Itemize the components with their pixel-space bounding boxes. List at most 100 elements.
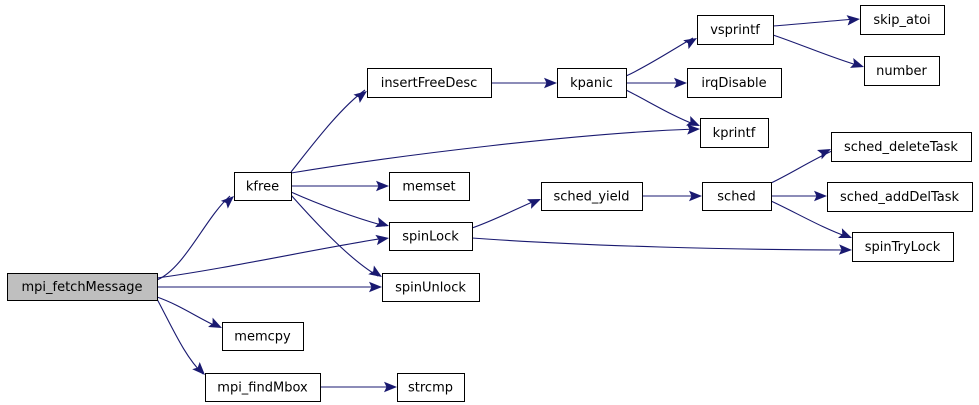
node-memcpy[interactable]: memcpy — [222, 322, 304, 351]
arrowhead-mpi_findMbox-a — [192, 362, 205, 375]
node-box-number[interactable] — [864, 56, 940, 86]
arrowhead-spinUnlock-b — [368, 265, 382, 277]
node-box-spinUnlock[interactable] — [382, 273, 480, 302]
node-box-skip_atoi[interactable] — [860, 5, 945, 35]
arrowhead-sched-a — [689, 190, 702, 202]
arrowhead-skip_atoi-a — [846, 15, 860, 26]
node-box-kprintf[interactable] — [700, 118, 769, 148]
node-label-sched: sched — [717, 190, 755, 205]
node-kpanic[interactable]: kpanic — [557, 68, 627, 98]
arrowhead-sched_deleteTask-a — [817, 149, 831, 160]
node-label-strcmp: strcmp — [408, 381, 453, 396]
arrowhead-spinUnlock-a — [369, 281, 382, 293]
edge-mpi_fetchMessage-to-memcpy — [156, 296, 219, 328]
node-box-mpi_fetchMessage[interactable] — [7, 273, 158, 301]
node-sched_addDelTask[interactable]: sched_addDelTask — [827, 182, 973, 212]
node-label-number: number — [876, 64, 927, 79]
node-box-strcmp[interactable] — [397, 373, 465, 402]
node-label-mpi_findMbox: mpi_findMbox — [217, 381, 308, 396]
node-strcmp[interactable]: strcmp — [397, 373, 465, 402]
node-memset[interactable]: memset — [389, 172, 470, 201]
node-vsprintf[interactable]: vsprintf — [697, 15, 774, 45]
node-box-spinLock[interactable] — [389, 222, 473, 251]
node-label-vsprintf: vsprintf — [710, 23, 760, 38]
node-label-sched_deleteTask: sched_deleteTask — [844, 140, 958, 155]
edge-kfree-to-kprintf — [290, 128, 697, 174]
edge-mpi_fetchMessage-to-spinLock — [156, 237, 386, 279]
node-box-sched_yield[interactable] — [541, 182, 643, 211]
node-spinUnlock[interactable]: spinUnlock — [382, 273, 480, 302]
arrowhead-spinTryLock-b — [838, 244, 852, 255]
node-label-skip_atoi: skip_atoi — [873, 13, 930, 28]
edge-spinLock-to-sched_yield — [471, 199, 538, 229]
node-skip_atoi[interactable]: skip_atoi — [860, 5, 945, 35]
arrowhead-spinLock-a — [375, 234, 389, 246]
arrowhead-spinLock-b — [375, 217, 389, 228]
edge-mpi_fetchMessage-to-kfree — [156, 195, 231, 281]
nodes-layer: mpi_fetchMessage kfree memcpy mpi_findMbox i… — [7, 5, 973, 402]
node-mpi_fetchMessage[interactable]: mpi_fetchMessage — [7, 273, 158, 301]
arrowhead-kfree — [220, 196, 234, 209]
arrowhead-vsprintf-a — [683, 38, 697, 50]
arrowhead-spinTryLock-a — [837, 228, 852, 238]
node-irqDisable[interactable]: irqDisable — [687, 68, 782, 98]
arrowhead-sched_addDelTask-a — [814, 190, 827, 202]
node-kfree[interactable]: kfree — [234, 172, 292, 201]
node-box-irqDisable[interactable] — [687, 68, 782, 98]
node-box-kfree[interactable] — [234, 172, 292, 201]
node-box-vsprintf[interactable] — [697, 15, 774, 45]
node-box-kpanic[interactable] — [557, 68, 627, 98]
node-sched[interactable]: sched — [702, 182, 772, 211]
edge-sched-to-sched_deleteTask — [770, 149, 835, 184]
arrowhead-irqDisable-a — [674, 77, 687, 89]
node-number[interactable]: number — [864, 56, 940, 86]
arrowhead-memcpy-a — [208, 317, 222, 328]
node-sched_yield[interactable]: sched_yield — [541, 182, 643, 211]
node-mpi_findMbox[interactable]: mpi_findMbox — [205, 373, 321, 402]
node-label-kfree: kfree — [246, 180, 279, 195]
node-sched_deleteTask[interactable]: sched_deleteTask — [831, 132, 972, 162]
node-box-sched_deleteTask[interactable] — [831, 132, 972, 162]
node-label-sched_addDelTask: sched_addDelTask — [840, 190, 960, 205]
edge-mpi_fetchMessage-to-mpi_findMbox — [156, 298, 204, 375]
node-label-memcpy: memcpy — [234, 330, 291, 345]
node-spinLock[interactable]: spinLock — [389, 222, 473, 251]
arrowhead-kpanic-a — [544, 77, 557, 89]
node-label-kpanic: kpanic — [570, 76, 613, 91]
edge-kpanic-to-kprintf — [625, 89, 697, 126]
node-insertFreeDesc[interactable]: insertFreeDesc — [367, 68, 492, 98]
node-label-irqDisable: irqDisable — [701, 76, 766, 91]
edge-kfree-to-spinUnlock — [290, 194, 379, 277]
arrowhead-kprintf-b — [686, 115, 700, 126]
node-kprintf[interactable]: kprintf — [700, 118, 769, 148]
node-label-sched_yield: sched_yield — [553, 190, 629, 205]
arrowhead-strcmp-a — [384, 381, 397, 393]
edge-kpanic-to-vsprintf — [625, 37, 694, 77]
arrowhead-memset-a — [376, 180, 389, 192]
node-spinTryLock[interactable]: spinTryLock — [852, 232, 954, 262]
arrowhead-sched_yield-a — [527, 199, 541, 209]
edge-vsprintf-to-number — [772, 34, 861, 67]
arrowhead-insertFreeDesc-a — [353, 91, 367, 103]
edge-kfree-to-spinLock — [290, 191, 386, 227]
arrowheads-layer — [192, 15, 864, 393]
node-box-sched[interactable] — [702, 182, 772, 211]
node-box-sched_addDelTask[interactable] — [827, 182, 973, 212]
node-box-mpi_findMbox[interactable] — [205, 373, 321, 402]
node-box-insertFreeDesc[interactable] — [367, 68, 492, 98]
node-box-memcpy[interactable] — [222, 322, 304, 351]
edge-sched-to-spinTryLock — [770, 200, 849, 238]
arrowhead-kprintf-a — [686, 124, 700, 135]
node-label-mpi_fetchMessage: mpi_fetchMessage — [21, 280, 142, 295]
node-label-spinTryLock: spinTryLock — [865, 240, 941, 255]
node-label-kprintf: kprintf — [713, 126, 756, 141]
edge-vsprintf-to-skip_atoi — [772, 18, 857, 27]
edge-kfree-to-insertFreeDesc — [290, 89, 366, 173]
node-box-memset[interactable] — [389, 172, 470, 201]
edges-layer — [156, 18, 861, 388]
node-label-spinLock: spinLock — [402, 230, 459, 245]
node-box-spinTryLock[interactable] — [852, 232, 954, 262]
edge-spinLock-to-spinTryLock — [471, 237, 849, 251]
